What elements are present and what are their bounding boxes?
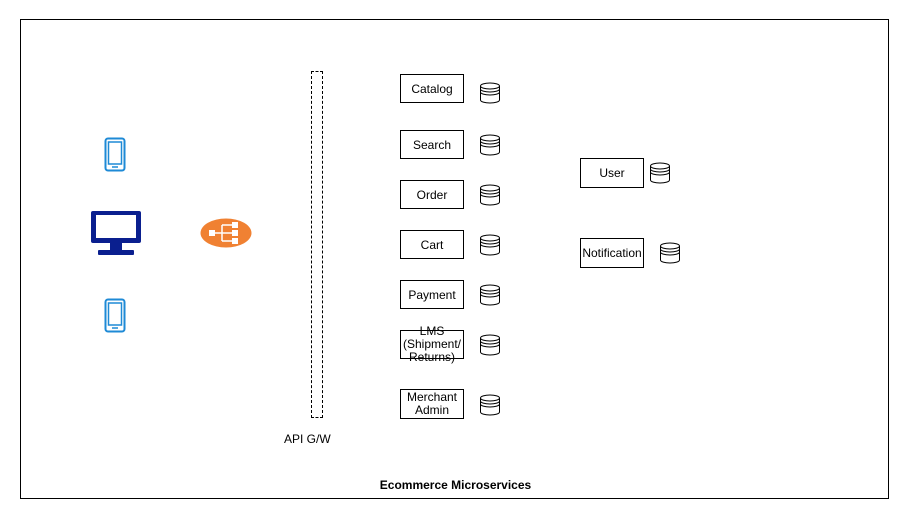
service-label: Order [416,187,448,202]
service-payment: Payment [400,280,464,309]
service-label: Search [412,137,452,152]
service-label: Admin [414,403,449,417]
service-label: Notification [582,246,642,260]
service-user: User [580,158,644,188]
service-catalog: Catalog [400,74,464,103]
desktop-monitor-icon [91,211,141,255]
service-search: Search [400,130,464,159]
diagram-frame [20,19,889,499]
database-cylinder-icon [480,82,500,104]
mobile-phone-icon [104,298,126,333]
load-balancer-icon [200,218,252,248]
service-cart: Cart [400,230,464,259]
database-cylinder-icon [480,134,500,156]
service-merchant-admin: Merchant Admin [400,389,464,419]
database-cylinder-icon [480,184,500,206]
service-label: (Shipment/ [402,337,462,351]
service-label: Payment [408,287,456,302]
api-gateway-bar [311,71,323,418]
service-label: LMS [419,324,445,338]
service-label: Returns) [408,350,455,364]
database-cylinder-icon [660,242,680,264]
service-label: Merchant [406,390,458,404]
service-label: Catalog [411,81,453,96]
database-cylinder-icon [480,334,500,356]
service-notification: Notification [580,238,644,268]
database-cylinder-icon [480,284,500,306]
service-label: User [599,166,625,180]
api-gateway-label: API G/W [284,432,331,446]
service-lms: LMS (Shipment/ Returns) [400,325,464,364]
database-cylinder-icon [480,234,500,256]
database-cylinder-icon [650,162,670,184]
mobile-phone-icon [104,137,126,172]
service-label: Cart [420,237,444,252]
diagram-title: Ecommerce Microservices [379,478,532,492]
database-cylinder-icon [480,394,500,416]
service-order: Order [400,180,464,209]
